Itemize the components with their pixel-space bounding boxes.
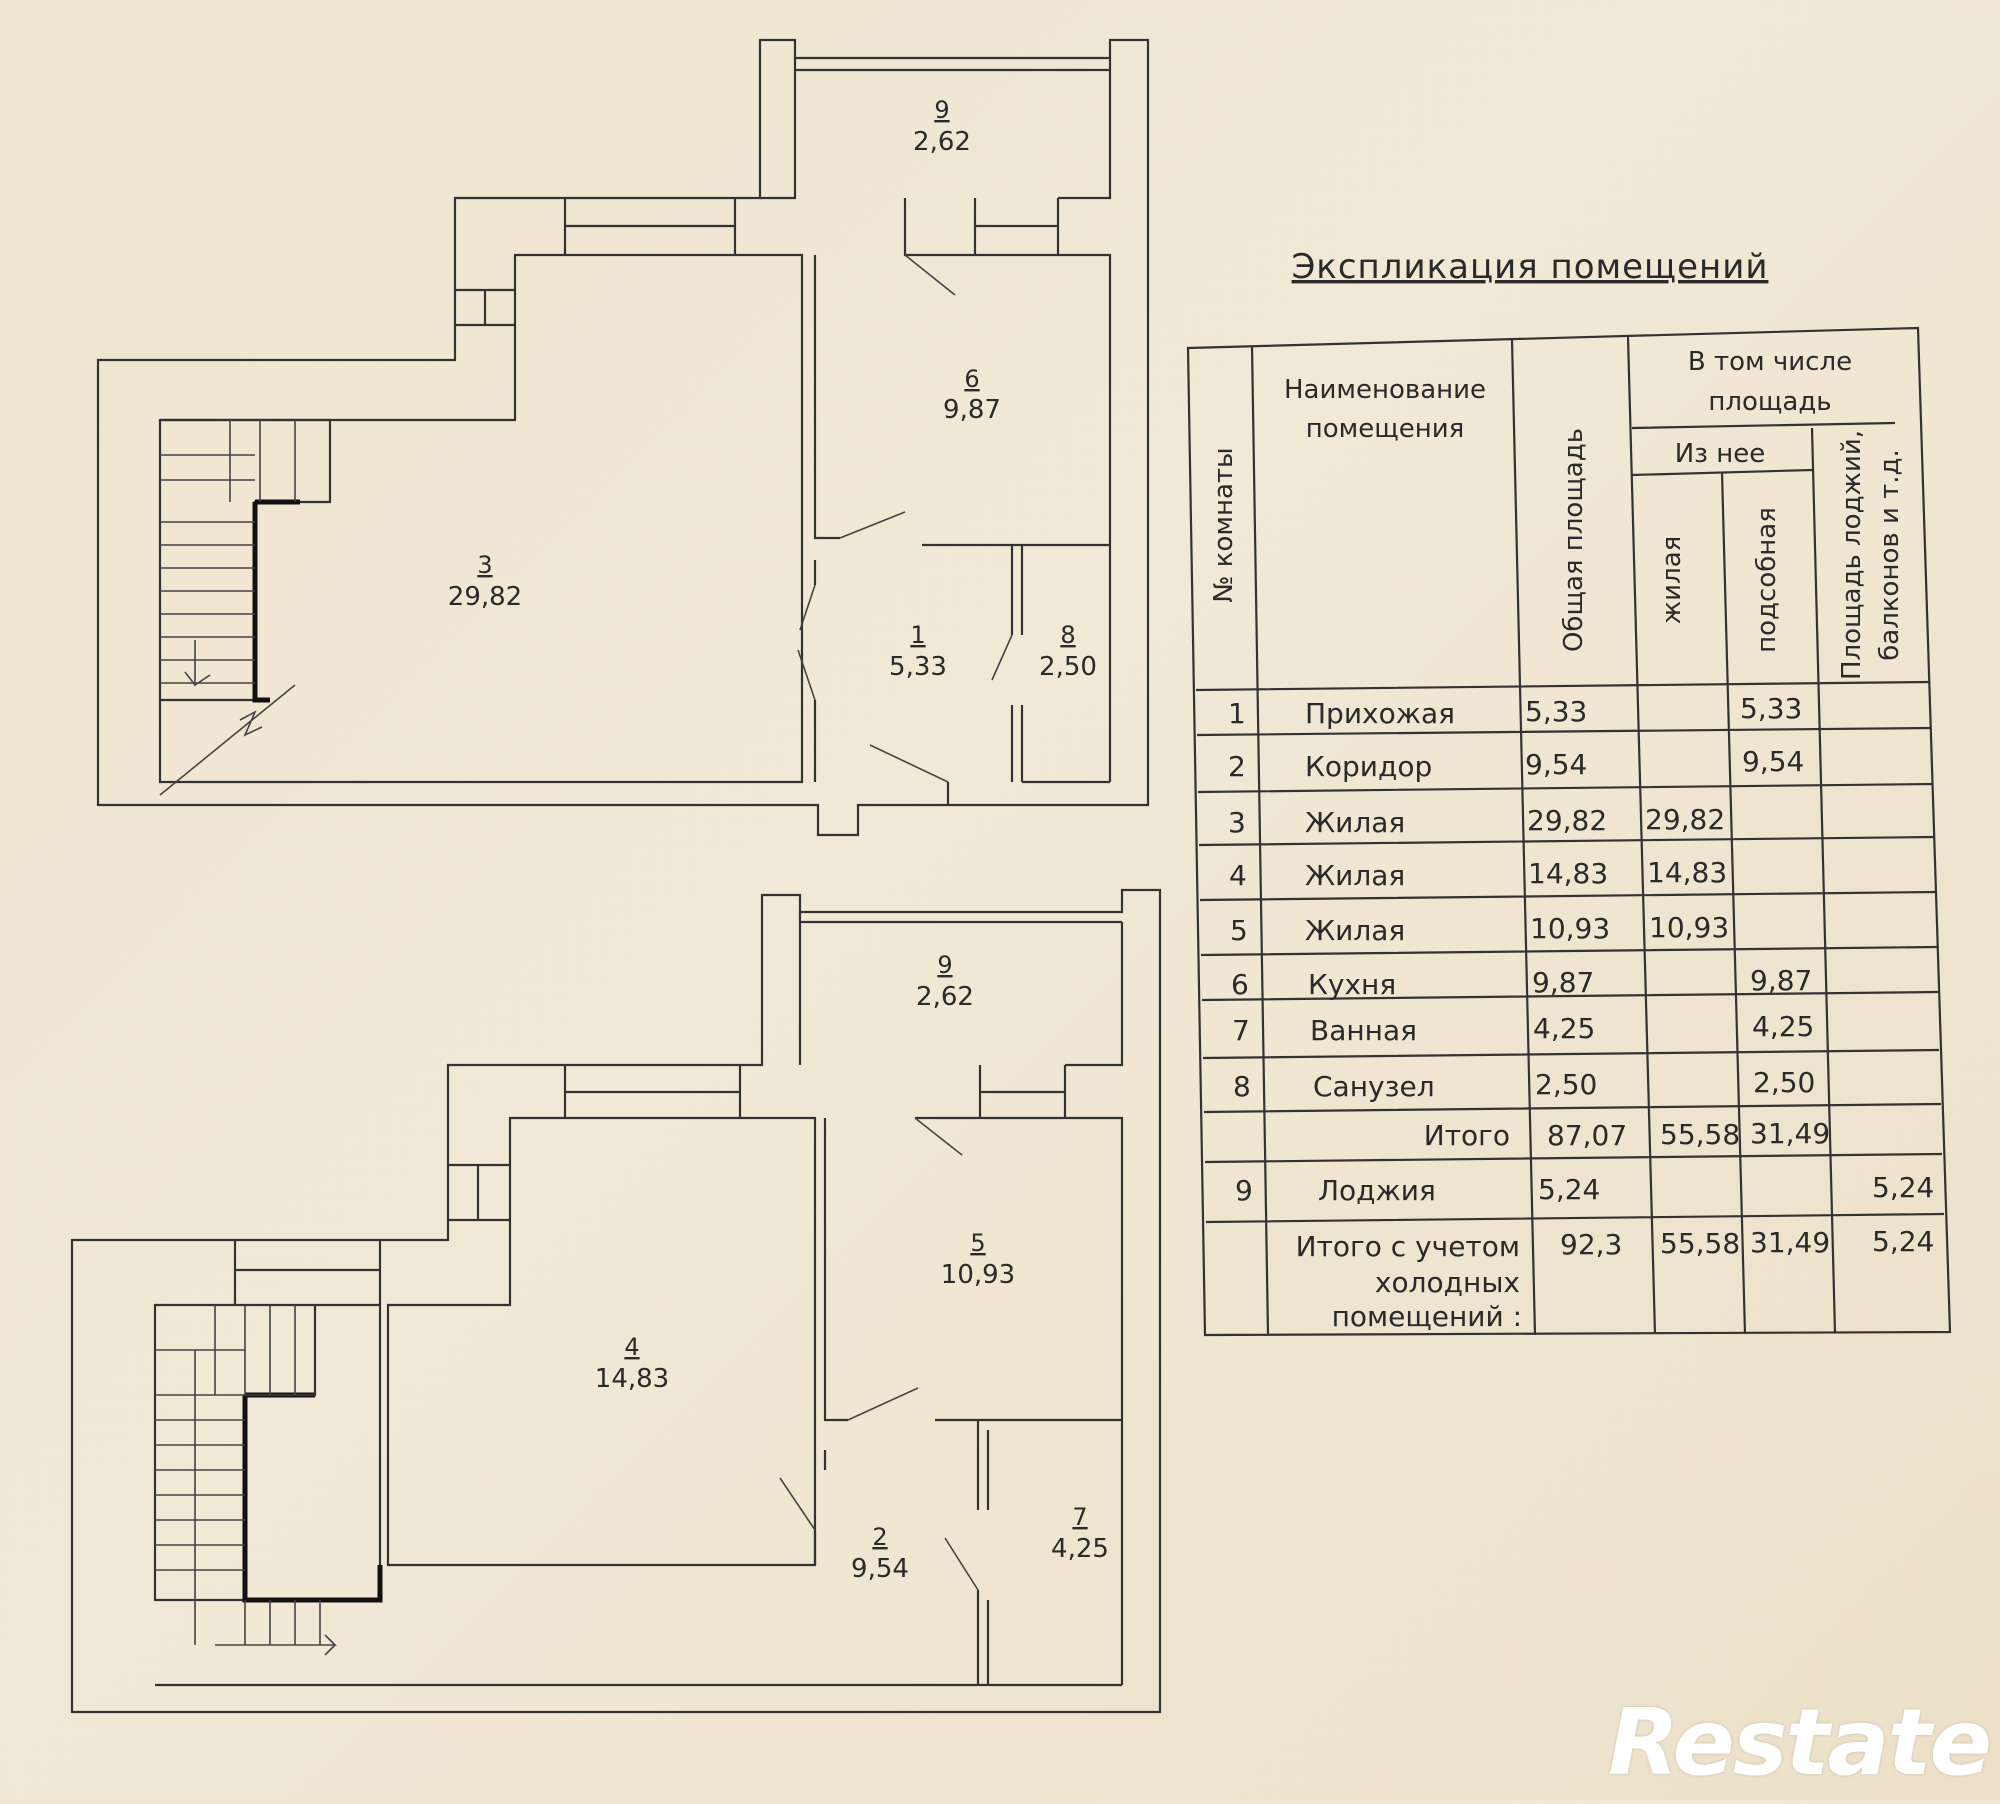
header-loggia-line2: балконов и т.д. [1875,449,1905,661]
room-1-area: 5,33 [889,652,947,682]
header-including-line2: площадь [1708,387,1831,417]
explication-title: Экспликация помещений [1292,247,1769,287]
row-6-aux: 9,87 [1750,964,1812,997]
room-8-number: 8 [1060,621,1075,649]
row-5-no: 5 [1230,914,1248,947]
row-4-no: 4 [1229,859,1247,892]
row-2-no: 2 [1228,750,1246,783]
row-7-aux: 4,25 [1752,1010,1814,1043]
room-4-area: 14,83 [595,1364,669,1394]
room-6-number: 6 [964,365,979,393]
room-3-area: 29,82 [448,582,522,612]
row-1-aux: 5,33 [1740,692,1802,725]
room-2-number: 2 [872,1523,887,1551]
room-7-number: 7 [1072,1503,1087,1531]
loggia-row-name: Лоджия [1318,1174,1436,1207]
grand-total-label-line1: Итого с учетом [1296,1230,1520,1263]
header-name-line2: помещения [1306,414,1465,444]
room-9-lower-area: 2,62 [916,982,974,1012]
header-total-area: Общая площадь [1559,428,1589,652]
header-auxiliary: подсобная [1752,507,1782,653]
row-2-name: Коридор [1305,750,1432,783]
row-3-living: 29,82 [1645,803,1725,836]
row-6-no: 6 [1231,968,1249,1001]
room-5-number: 5 [970,1229,985,1257]
row-6-name: Кухня [1308,968,1396,1001]
room-7-area: 4,25 [1051,1534,1109,1564]
explication-table: Экспликация помещений № комнаты Наименов… [1186,247,1952,1337]
room-3-number: 3 [477,551,492,579]
row-1-total: 5,33 [1525,695,1587,728]
row-1-no: 1 [1228,697,1246,730]
grand-total-total: 92,3 [1560,1228,1622,1261]
subtotal-living: 55,58 [1660,1118,1740,1151]
header-living: жилая [1657,536,1687,625]
subtotal-label: Итого [1424,1119,1510,1152]
header-name-line1: Наименование [1284,375,1486,405]
row-3-total: 29,82 [1527,804,1607,837]
row-8-no: 8 [1233,1070,1251,1103]
row-8-total: 2,50 [1535,1068,1597,1101]
room-4-number: 4 [624,1333,639,1361]
grand-total-loggia: 5,24 [1872,1225,1934,1258]
room-1-number: 1 [910,621,925,649]
loggia-row-no: 9 [1235,1174,1253,1207]
row-7-total: 4,25 [1533,1012,1595,1045]
row-5-name: Жилая [1305,914,1405,947]
grand-total-aux: 31,49 [1750,1226,1830,1259]
subtotal-aux: 31,49 [1750,1117,1830,1150]
row-6-total: 9,87 [1532,966,1594,999]
row-8-name: Санузел [1313,1070,1435,1103]
room-9-upper-number: 9 [934,96,949,124]
header-room-number: № комнаты [1209,447,1239,602]
restate-watermark-logo: Restate [1608,1689,1992,1796]
room-8-area: 2,50 [1039,652,1097,682]
room-5-area: 10,93 [941,1260,1015,1290]
row-7-name: Ванная [1310,1014,1417,1047]
row-3-no: 3 [1228,806,1246,839]
row-2-aux: 9,54 [1742,745,1804,778]
header-including-line1: В том числе [1688,347,1852,377]
grand-total-label-line3: помещений : [1332,1300,1522,1333]
grand-total-label-line2: холодных [1375,1266,1520,1299]
grand-total-living: 55,58 [1660,1227,1740,1260]
room-9-upper-area: 2,62 [913,127,971,157]
row-2-total: 9,54 [1525,748,1587,781]
row-5-total: 10,93 [1530,912,1610,945]
room-2-area: 9,54 [851,1554,909,1584]
loggia-row-loggia: 5,24 [1872,1171,1934,1204]
row-4-total: 14,83 [1528,857,1608,890]
row-3-name: Жилая [1305,806,1405,839]
row-4-living: 14,83 [1647,856,1727,889]
subtotal-total: 87,07 [1547,1119,1627,1152]
row-7-no: 7 [1232,1014,1250,1047]
header-of-which: Из нее [1675,439,1766,469]
upper-floor-plan: 9 2,62 6 9,87 3 29,82 1 5,33 8 2,50 [96,38,1150,837]
room-6-area: 9,87 [943,395,1001,425]
room-9-lower-number: 9 [937,951,952,979]
row-8-aux: 2,50 [1753,1066,1815,1099]
row-4-name: Жилая [1305,859,1405,892]
header-loggia-line1: Площадь лоджий, [1837,430,1867,680]
lower-floor-plan: 9 2,62 5 10,93 4 14,83 2 9,54 7 4,25 [70,888,1162,1714]
row-1-name: Прихожая [1305,697,1455,730]
loggia-row-total: 5,24 [1538,1173,1600,1206]
row-5-living: 10,93 [1649,911,1729,944]
